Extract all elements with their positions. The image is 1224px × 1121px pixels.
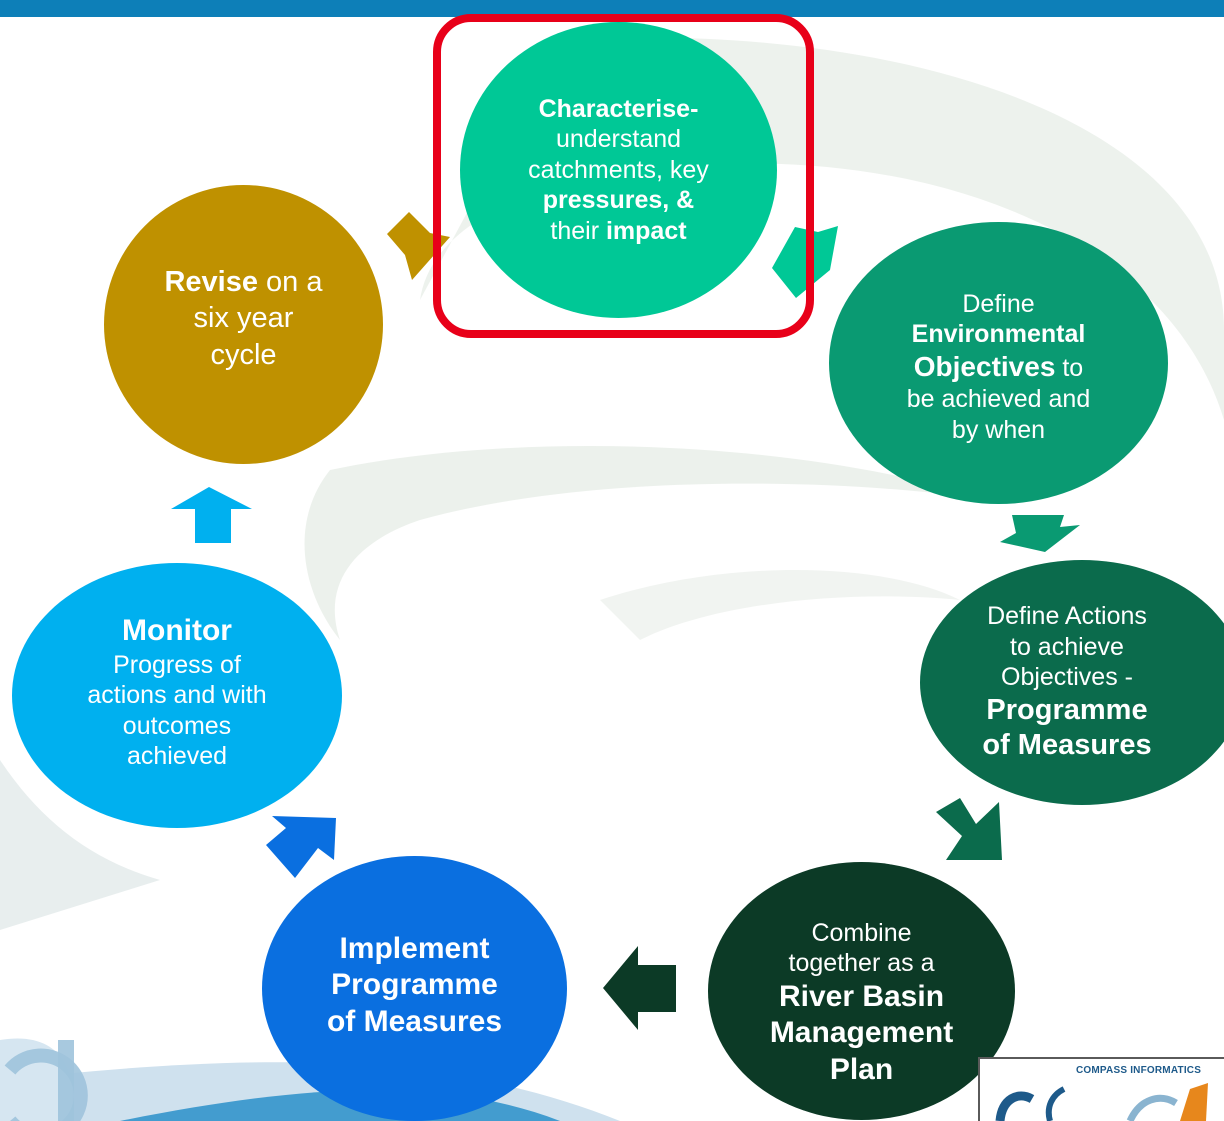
node-define-actions: Define Actions to achieve Objectives - P… bbox=[920, 560, 1224, 805]
node-objectives-line1: Define bbox=[962, 289, 1035, 318]
node-characterise-line2: understand bbox=[555, 125, 682, 154]
node-implement-line2: Programme bbox=[331, 968, 498, 1002]
node-characterise: Characterise- understand catchments, key… bbox=[460, 22, 777, 318]
characterise-highlight-box bbox=[433, 14, 814, 338]
node-objectives-line4: be achieved and bbox=[906, 385, 1091, 414]
arrow-monitor-to-revise bbox=[171, 487, 252, 543]
node-monitor-line2: Progress of bbox=[113, 650, 241, 679]
node-actions-line2: to achieve bbox=[1010, 632, 1124, 661]
node-monitor-line5: achieved bbox=[126, 742, 228, 771]
node-monitor-line1: Monitor bbox=[122, 614, 232, 648]
node-implement: Implement Programme of Measures bbox=[262, 856, 567, 1121]
node-combine-line4: Management bbox=[769, 1016, 954, 1050]
node-combine-line1: Combine bbox=[811, 918, 912, 947]
arrow-revise-to-characterise bbox=[387, 212, 450, 280]
node-characterise-title: Characterise bbox=[538, 94, 691, 123]
node-monitor-line3: actions and with bbox=[87, 681, 267, 710]
arrow-objectives-to-actions bbox=[1000, 515, 1080, 552]
node-actions-line3: Objectives - bbox=[1001, 663, 1133, 692]
arrow-combine-to-implement bbox=[603, 946, 676, 1030]
logo-text: COMPASS INFORMATICS bbox=[1076, 1065, 1202, 1076]
node-define-objectives: Define Environmental Objectives to be ac… bbox=[829, 222, 1168, 504]
node-revise-line1a: Revise bbox=[164, 266, 258, 299]
node-objectives-line5: by when bbox=[951, 415, 1046, 444]
node-combine-line2: together as a bbox=[788, 949, 935, 978]
node-combine-line3: River Basin bbox=[778, 979, 945, 1013]
node-combine-line5: Plan bbox=[829, 1052, 894, 1086]
arrow-characterise-to-objectives bbox=[772, 226, 838, 298]
node-objectives-line2: Environmental bbox=[911, 320, 1086, 349]
compass-informatics-logo: COMPASS INFORMATICS bbox=[978, 1057, 1224, 1121]
node-revise: Revise on a six year cycle bbox=[104, 185, 383, 464]
node-characterise-line3: catchments, key bbox=[528, 155, 709, 184]
node-implement-line1: Implement bbox=[339, 931, 490, 965]
node-objectives-line3a: Objectives bbox=[913, 350, 1056, 382]
arrow-actions-to-combine bbox=[936, 798, 1002, 860]
node-characterise-line5a: their bbox=[550, 216, 606, 245]
node-combine: Combine together as a River Basin Manage… bbox=[708, 862, 1015, 1120]
node-actions-line5: of Measures bbox=[982, 729, 1152, 762]
node-characterise-line4: pressures, & bbox=[542, 186, 695, 215]
node-monitor: Monitor Progress of actions and with out… bbox=[12, 563, 342, 828]
node-revise-line1b: on a bbox=[258, 266, 323, 299]
logo-mark-icon bbox=[995, 1083, 1208, 1121]
arrow-implement-to-monitor bbox=[266, 816, 336, 878]
node-actions-line4: Programme bbox=[986, 693, 1148, 726]
node-monitor-line4: outcomes bbox=[122, 711, 232, 740]
node-revise-line2: six year bbox=[193, 302, 294, 335]
node-revise-line3: cycle bbox=[210, 338, 277, 371]
node-characterise-dash: - bbox=[690, 94, 699, 123]
node-objectives-line3b: to bbox=[1055, 353, 1084, 382]
node-characterise-line5b: impact bbox=[605, 216, 687, 245]
node-actions-line1: Define Actions bbox=[987, 602, 1147, 631]
node-implement-line3: of Measures bbox=[326, 1004, 503, 1038]
top-bar bbox=[0, 0, 1224, 17]
